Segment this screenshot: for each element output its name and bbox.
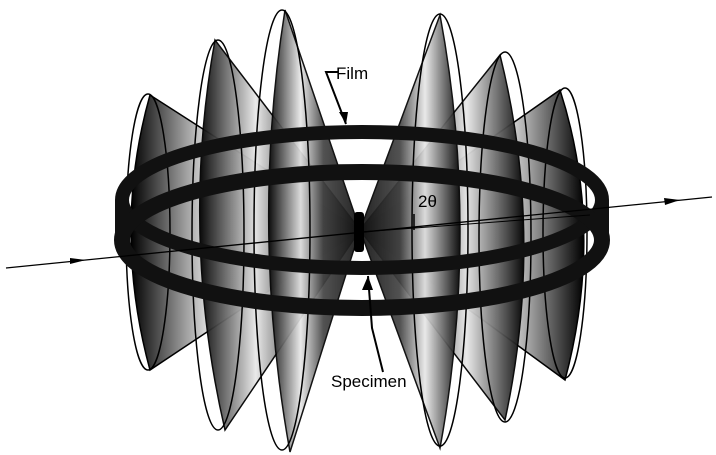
film-label: Film xyxy=(336,64,368,83)
two-theta-label: 2θ xyxy=(418,192,437,211)
film-leader-arrow xyxy=(339,112,348,124)
specimen-label: Specimen xyxy=(331,372,407,391)
beam-arrow-in xyxy=(70,258,86,264)
beam-arrow-out xyxy=(664,198,680,205)
specimen-leader-line xyxy=(368,276,383,372)
specimen-leader-arrow xyxy=(362,276,373,290)
